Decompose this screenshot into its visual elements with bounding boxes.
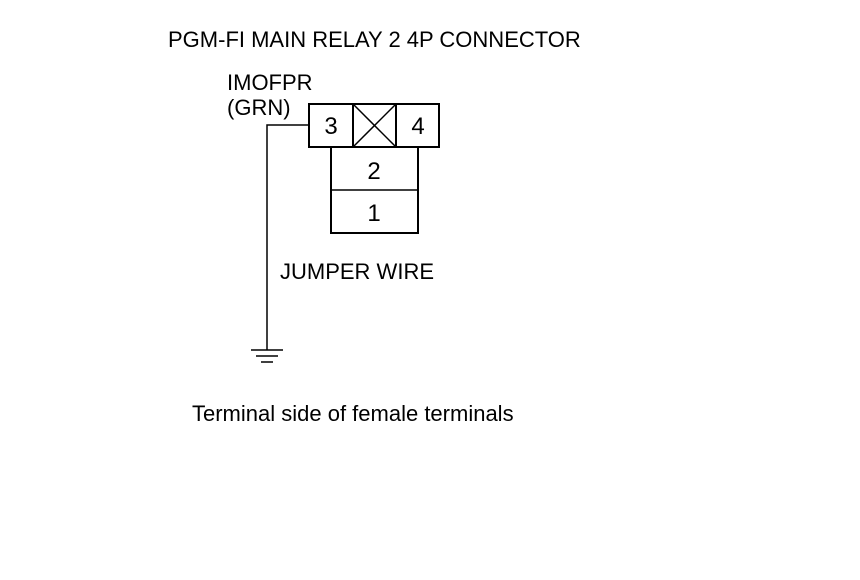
wire-name-label: IMOFPR: [227, 70, 313, 95]
terminal-3: 3: [324, 113, 337, 140]
jumper-wire: [266, 124, 309, 350]
jumper-wire-label: JUMPER WIRE: [280, 259, 434, 284]
terminal-1: 1: [367, 200, 380, 227]
ground-symbol-icon: [251, 349, 283, 363]
crossed-box-icon: [352, 103, 397, 148]
terminal-side-note: Terminal side of female terminals: [192, 401, 514, 426]
wire-color-label: (GRN): [227, 95, 291, 120]
terminal-2: 2: [367, 158, 380, 185]
diagram-title: PGM-FI MAIN RELAY 2 4P CONNECTOR: [168, 27, 581, 52]
terminal-4: 4: [411, 113, 424, 140]
